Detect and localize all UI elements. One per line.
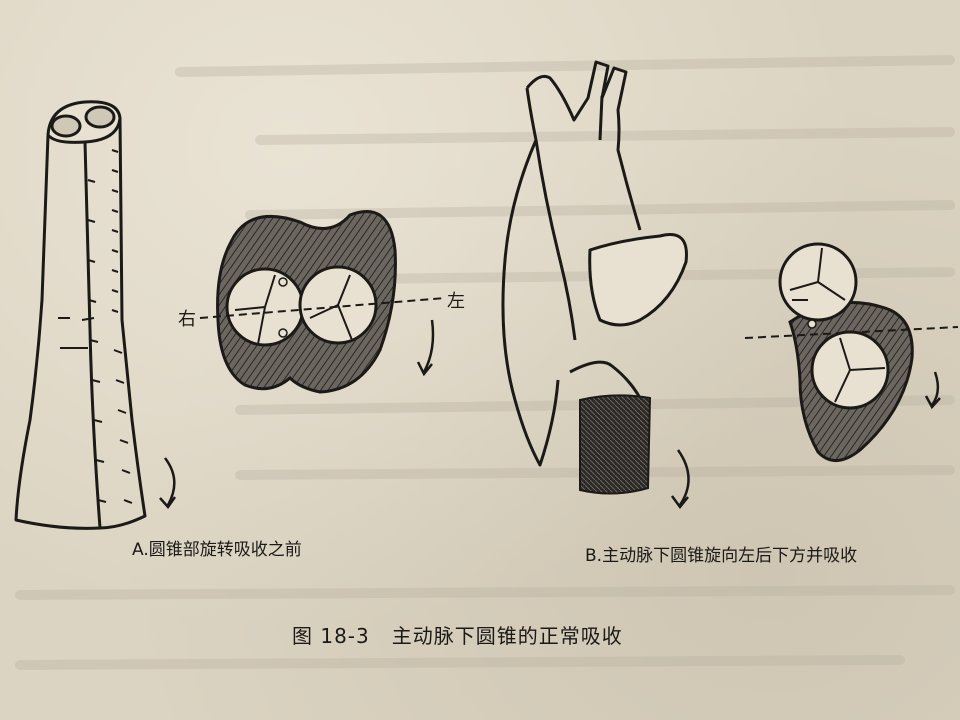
cross-section-a (199, 210, 446, 394)
figure-caption: 图 18-3 主动脉下圆锥的正常吸收 (292, 620, 623, 649)
figure-number: 图 18-3 (292, 624, 370, 648)
label-left: 左 (447, 291, 465, 312)
figure-title: 主动脉下圆锥的正常吸收 (391, 624, 623, 648)
cross-section-b (744, 242, 959, 462)
rotation-arrow-a (159, 457, 177, 510)
rotation-arrow-b2 (924, 371, 941, 410)
axis-line-a (199, 297, 446, 319)
conus-tube-drawing (14, 100, 147, 530)
caption-panel-a: A.圆锥部旋转吸收之前 (132, 540, 302, 560)
rotation-arrow-b (670, 449, 690, 510)
label-right: 右 (178, 309, 196, 330)
axis-line-b (744, 326, 959, 339)
rotation-arrow-a2 (416, 319, 435, 377)
heart-outline-drawing (501, 60, 688, 467)
conus-dark-block (579, 394, 652, 495)
caption-panel-b: B.主动脉下圆锥旋向左后下方并吸收 (585, 546, 858, 566)
